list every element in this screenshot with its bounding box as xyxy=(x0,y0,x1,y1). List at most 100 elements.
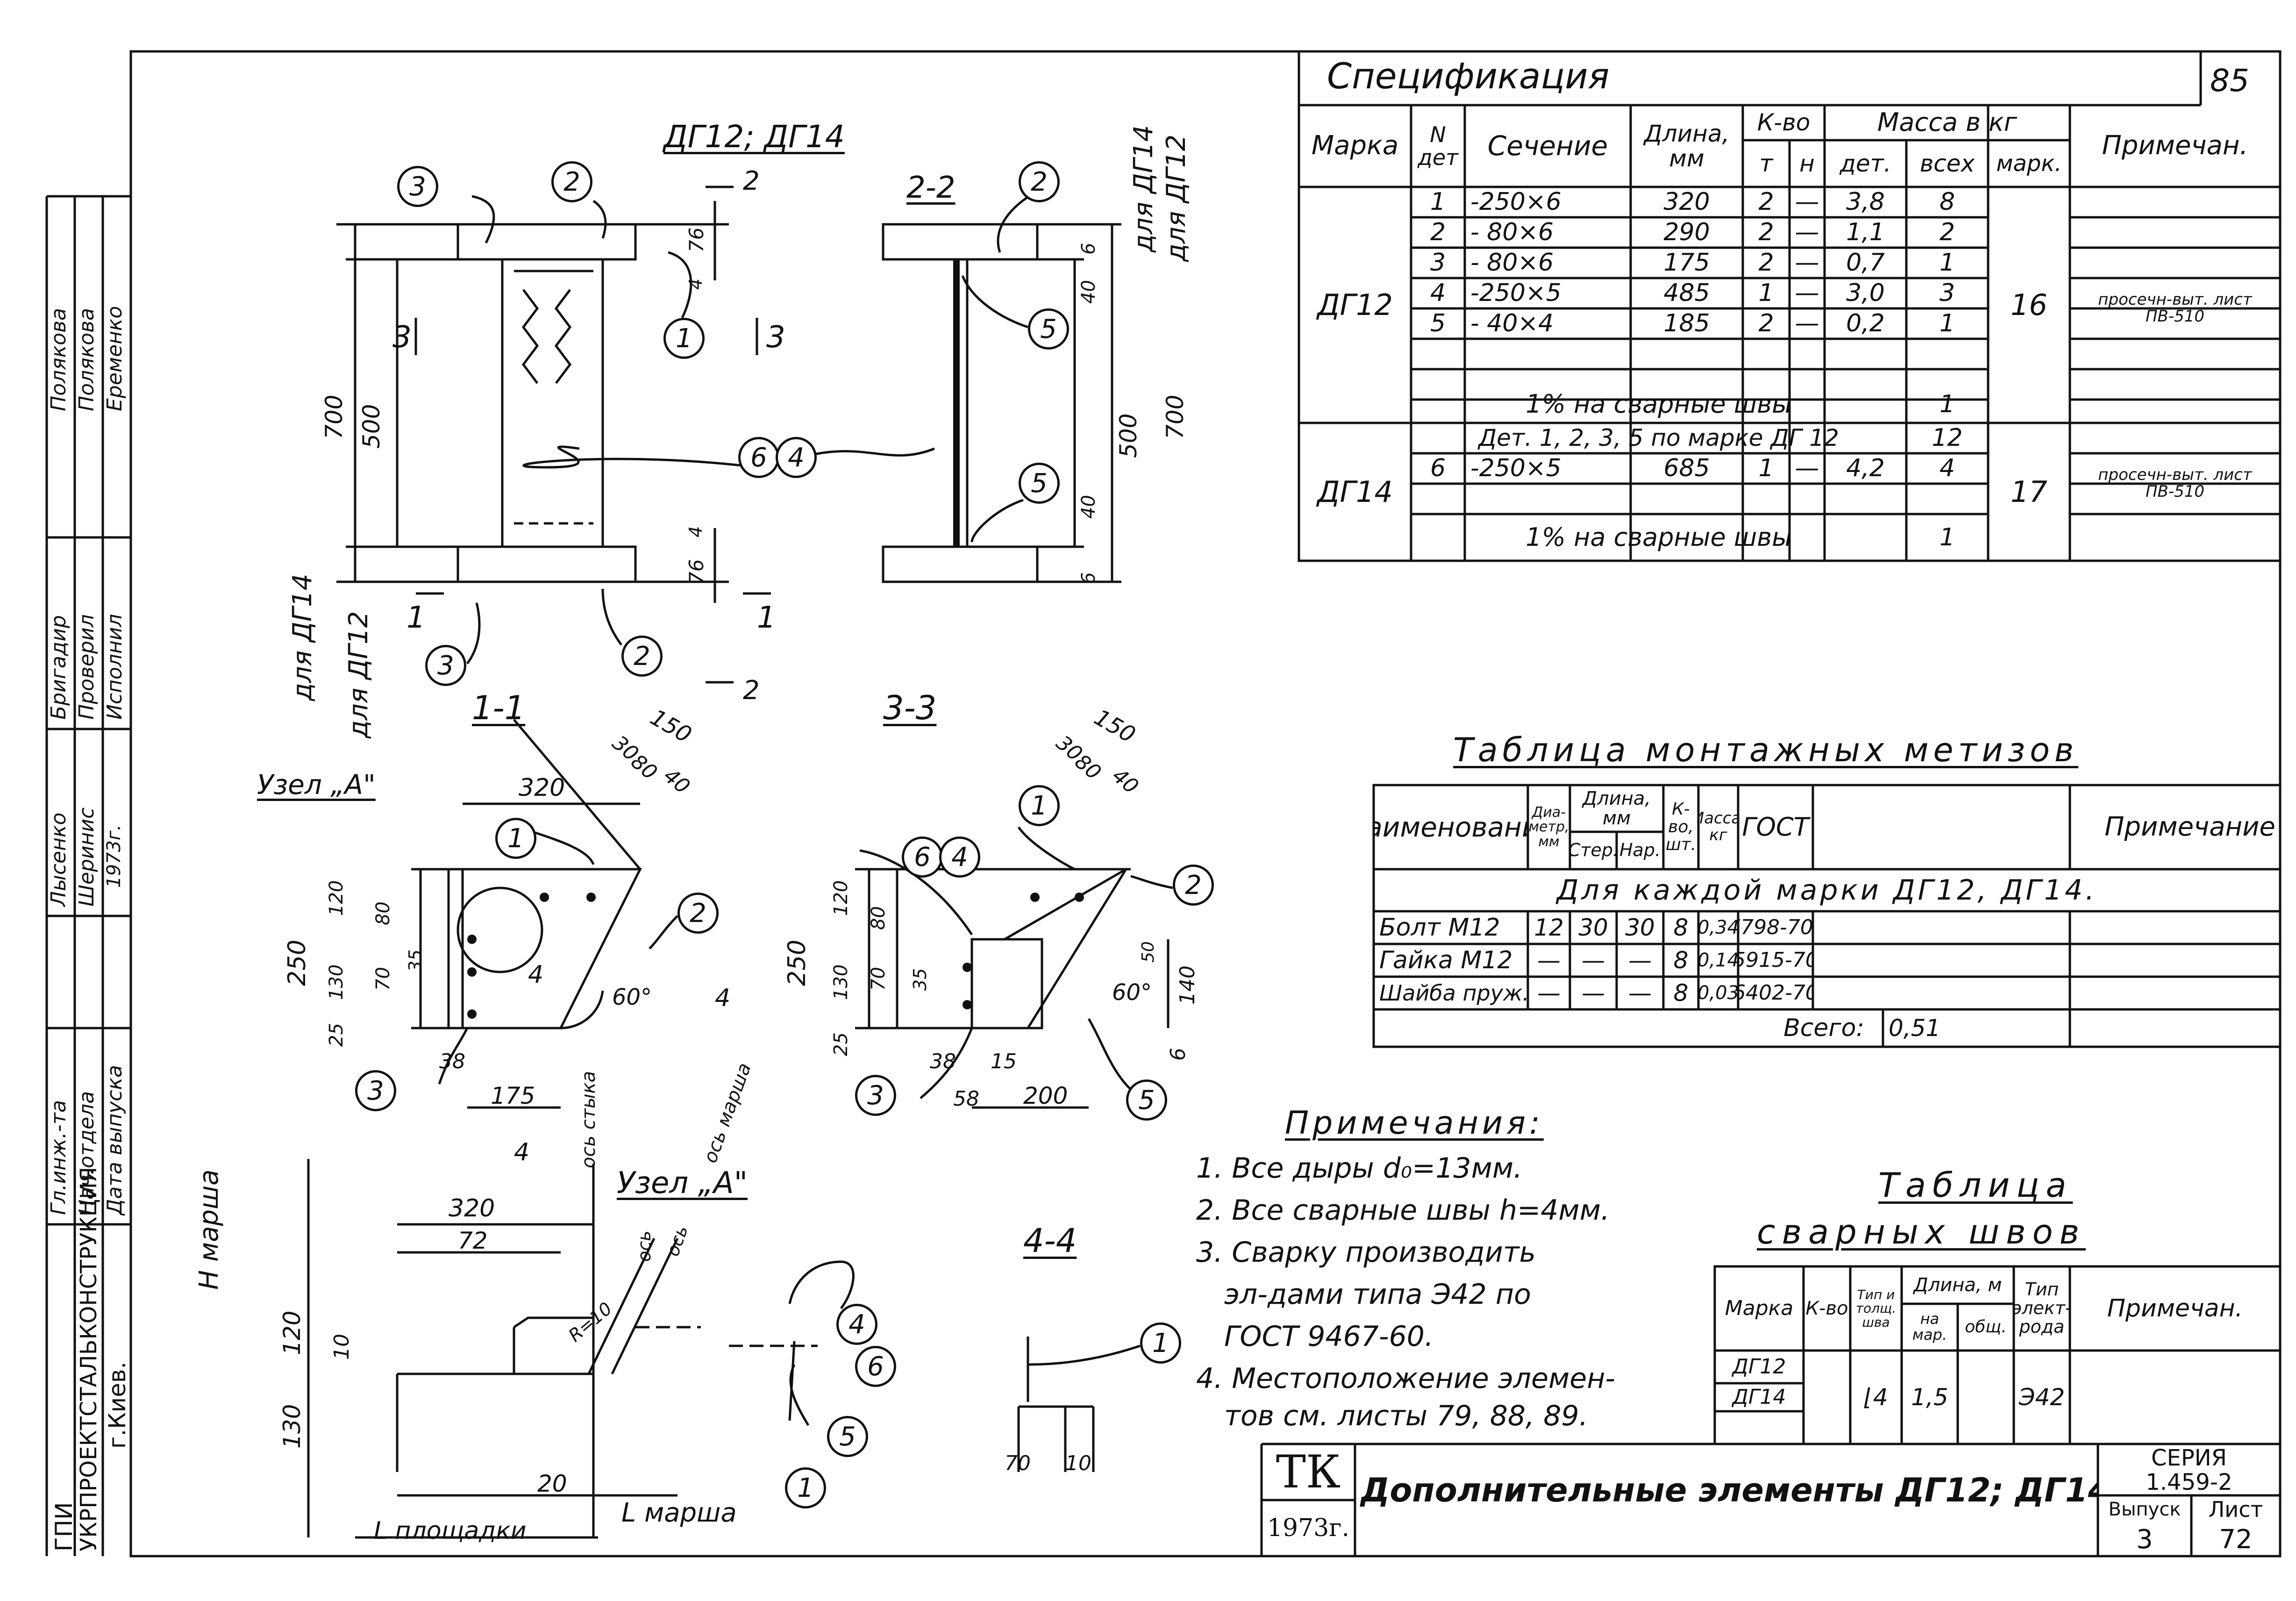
spec-title: Спецификация xyxy=(1327,55,1610,97)
spec-r5-all: 1 xyxy=(1939,309,1955,338)
dim-6-a: 6 xyxy=(1078,243,1099,255)
dim-35-b: 35 xyxy=(910,968,930,991)
tb-logo: ТК xyxy=(1276,1445,1341,1498)
spec-h-mass: Масса в кг xyxy=(1877,107,2018,137)
hw-r2-name: Гайка М12 xyxy=(1379,946,1513,974)
spec-r4-length: 485 xyxy=(1663,279,1710,307)
spec-h-section: Сечение xyxy=(1487,130,1608,162)
hw-h-name: Наименование xyxy=(1374,811,1528,843)
for-dg12-label-a: для ДГ12 xyxy=(343,611,374,738)
part-bubble-3c: 3 xyxy=(355,1070,396,1111)
hw-h-diam: Диа-метр, мм xyxy=(1528,804,1569,850)
dim-500-a: 500 xyxy=(358,404,385,449)
welds-h-length: Длина, м xyxy=(1913,1274,2002,1296)
spec-r5-section: - 40×4 xyxy=(1470,309,1554,338)
note-3b: эл-дами типа Э42 по xyxy=(1224,1278,1531,1311)
dim-130-b: 130 xyxy=(830,964,852,1000)
spec-mark-dg14: ДГ14 xyxy=(1317,474,1393,509)
dim-4-a: 4 xyxy=(685,278,706,290)
dim-6-b: 6 xyxy=(1078,572,1099,584)
hw-r2-ln: — xyxy=(1628,946,1652,974)
part-bubble-2: 2 xyxy=(551,161,592,202)
sidebar-role-1: Гл.инж.-та xyxy=(47,1100,71,1215)
spec-r1-n: 1 xyxy=(1430,188,1446,216)
hw-group: Для каждой марки ДГ12, ДГ14. xyxy=(1556,873,2097,907)
part-bubble-3d: 3 xyxy=(855,1075,896,1116)
spec-r3-all: 1 xyxy=(1939,249,1955,277)
spec-note1: просечн-выт. лист ПВ-510 xyxy=(2098,290,2252,326)
spec-r5-det: 0,2 xyxy=(1846,309,1885,338)
section-2-2-title: 2-2 xyxy=(906,171,955,205)
sec-marker-3-left: 3 xyxy=(392,320,412,355)
hw-r2-m: 0,14 xyxy=(1698,950,1738,971)
dim-58: 58 xyxy=(953,1087,979,1111)
spec-r4-t: 1 xyxy=(1758,279,1774,307)
dim-72: 72 xyxy=(458,1227,488,1254)
sidebar-name-2: Шеринис xyxy=(75,807,99,907)
spec-h-mass-all: всех xyxy=(1919,150,1975,177)
hw-r3-ln: — xyxy=(1628,979,1652,1007)
spec-r1-det: 3,8 xyxy=(1846,188,1885,216)
os-label-a: ось xyxy=(634,1230,655,1262)
spec-weld-all-1: 1 xyxy=(1939,390,1955,418)
hw-h-qty: К-во, шт. xyxy=(1665,800,1697,854)
for-dg12-label-b: для ДГ12 xyxy=(1161,134,1191,262)
spec-mass-dg12: 16 xyxy=(2011,287,2047,322)
hw-r1-d: 12 xyxy=(1534,914,1564,941)
spec-r6-det: 4,2 xyxy=(1846,454,1885,483)
hw-r2-gost: 5915-70 xyxy=(1738,948,1813,972)
sec-marker-2-bottom: 2 xyxy=(743,675,760,706)
sec-marker-2-top: 2 xyxy=(743,166,760,196)
part-bubble-2b: 2 xyxy=(1019,161,1060,202)
spec-r2-t: 2 xyxy=(1758,218,1774,247)
dim-120-b: 120 xyxy=(830,880,852,916)
os-styka-label: ось стыка xyxy=(578,1071,599,1168)
dim-25-b: 25 xyxy=(830,1032,852,1056)
tb-year: 1973г. xyxy=(1267,1514,1350,1542)
spec-r3-section: - 80×6 xyxy=(1470,249,1554,277)
part-bubble-5: 5 xyxy=(1028,308,1069,350)
part-bubble-3: 3 xyxy=(397,166,438,207)
part-bubble-1e: 1 xyxy=(1140,1322,1181,1364)
hardware-title: Таблица монтажных метизов xyxy=(1453,731,2079,769)
spec-h-qty: К-во xyxy=(1757,109,1811,136)
node-a-detail-label: Узел „А" xyxy=(617,1166,748,1201)
part-bubble-1: 1 xyxy=(663,318,705,359)
note-3c: ГОСТ 9467-60. xyxy=(1224,1320,1434,1353)
section-4-4-title: 4-4 xyxy=(1023,1222,1077,1260)
l-marsha-label: L марша xyxy=(621,1498,737,1528)
hw-r3-d: — xyxy=(1537,979,1561,1007)
dim-70-a: 70 xyxy=(372,967,394,991)
welds-length: 1,5 xyxy=(1911,1383,1948,1411)
hw-r3-ls: — xyxy=(1582,979,1605,1007)
sec-marker-4-b: 4 xyxy=(715,984,731,1012)
tb-sheet-label: Лист xyxy=(2208,1496,2263,1522)
part-bubble-6b: 6 xyxy=(902,836,943,878)
hw-total: 0,51 xyxy=(1889,1014,1941,1042)
dim-250-b: 250 xyxy=(783,939,811,986)
l-ploshch-label: L площадки xyxy=(374,1517,527,1545)
dim-320-b: 320 xyxy=(449,1194,495,1222)
spec-h-qty-n: н xyxy=(1799,150,1815,177)
spec-r2-length: 290 xyxy=(1663,218,1710,247)
part-bubble-5b: 5 xyxy=(1019,463,1060,504)
spec-r5-h: — xyxy=(1795,309,1819,338)
sidebar-role-4: Бригадир xyxy=(47,615,71,720)
dim-700-b: 700 xyxy=(1162,394,1189,439)
spec-r6-section: -250×5 xyxy=(1470,454,1562,483)
dim-20: 20 xyxy=(537,1470,567,1497)
part-bubble-2c: 2 xyxy=(621,636,663,677)
spec-mark-dg12: ДГ12 xyxy=(1317,287,1393,322)
dim-200: 200 xyxy=(1023,1082,1068,1109)
spec-h-det: N дет xyxy=(1418,122,1458,170)
hw-r1-q: 8 xyxy=(1673,914,1689,941)
welds-h-note: Примечан. xyxy=(2107,1294,2243,1322)
hw-r2-d: — xyxy=(1537,946,1561,974)
part-bubble-6c: 6 xyxy=(855,1346,896,1387)
spec-dg14-ref: Дет. 1, 2, 3, 5 по марке ДГ 12 xyxy=(1478,424,1839,452)
hw-h-length: Длина, мм xyxy=(1582,788,1651,829)
notes-title: Примечания: xyxy=(1285,1105,1544,1142)
sec-marker-4-a: 4 xyxy=(528,961,544,989)
sec-marker-1-right: 1 xyxy=(757,600,776,635)
spec-h-mark: Марка xyxy=(1311,130,1399,161)
